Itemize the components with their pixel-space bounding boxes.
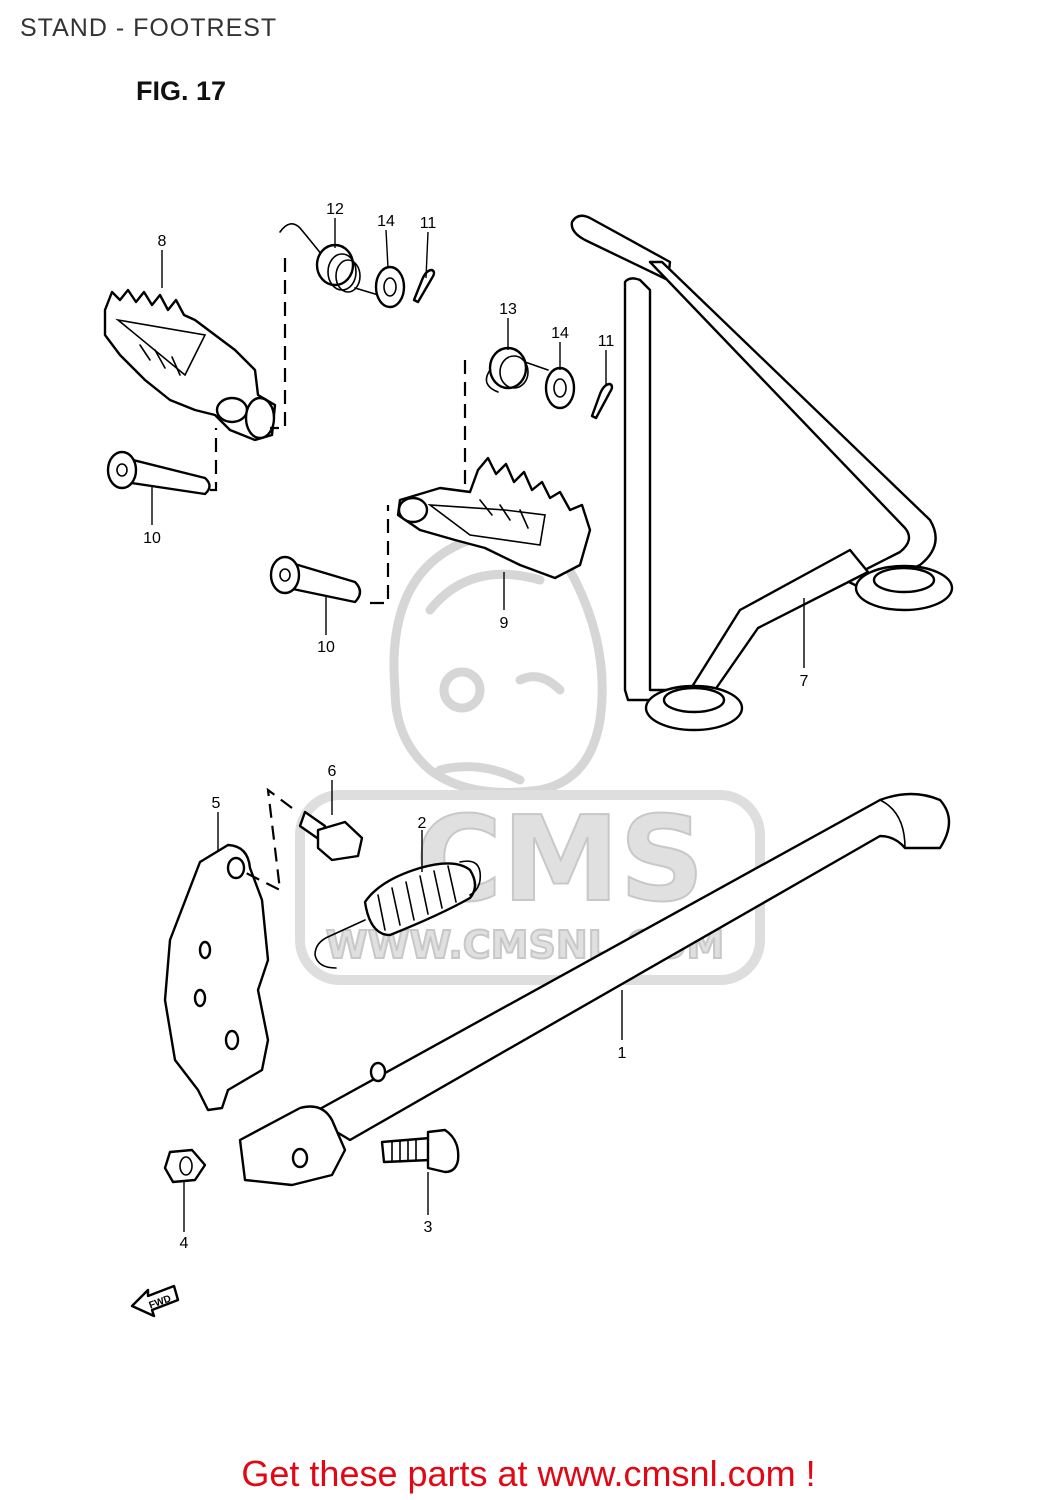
callout-11-a: 11	[420, 215, 437, 232]
callout-6: 6	[328, 763, 337, 780]
leader-10-9	[370, 505, 390, 605]
figure-label: FIG. 17	[136, 76, 227, 106]
part-7-center-stand	[570, 214, 954, 732]
fwd-arrow-icon: FWD	[130, 1284, 180, 1318]
part-12-spring	[279, 223, 386, 298]
part-14-washer-b	[544, 366, 576, 410]
leader-10-8	[210, 428, 218, 492]
callout-10-b: 10	[317, 639, 335, 656]
page-title: STAND - FOOTREST	[20, 14, 278, 42]
leader-8-12	[270, 258, 287, 430]
callout-10-a: 10	[143, 530, 161, 547]
part-3-bolt	[380, 1128, 460, 1174]
callout-2: 2	[418, 815, 427, 832]
part-6-bolt	[298, 810, 364, 862]
callout-leaders	[151, 218, 805, 1232]
part-4-nut	[163, 1148, 207, 1184]
callout-12: 12	[326, 201, 344, 218]
watermark-brand: CMS	[415, 790, 704, 928]
part-13-spring	[485, 346, 549, 393]
part-2-spring	[314, 860, 482, 969]
leader-5-6	[239, 787, 293, 892]
part-8-footrest-left	[103, 288, 277, 442]
callout-5: 5	[212, 795, 221, 812]
callout-7: 7	[800, 673, 809, 690]
part-10-pin-left	[106, 450, 211, 496]
part-1-side-stand	[238, 792, 951, 1187]
callout-14-a: 14	[377, 213, 395, 230]
callout-1: 1	[618, 1045, 627, 1062]
part-5-bracket	[163, 843, 270, 1112]
part-14-washer-a	[374, 265, 406, 309]
callout-11-b: 11	[598, 333, 615, 350]
callout-14-b: 14	[551, 325, 569, 342]
callout-9: 9	[500, 615, 509, 632]
part-10-pin-right	[269, 555, 362, 604]
part-11-cotter-pin-b	[590, 382, 614, 420]
callout-13: 13	[499, 301, 517, 318]
part-9-footrest-right	[396, 456, 592, 580]
callout-4: 4	[180, 1235, 189, 1252]
part-11-cotter-pin-a	[412, 268, 436, 304]
callout-3: 3	[424, 1219, 433, 1236]
callout-8: 8	[158, 233, 167, 250]
promo-link[interactable]: Get these parts at www.cmsnl.com !	[241, 1453, 816, 1494]
